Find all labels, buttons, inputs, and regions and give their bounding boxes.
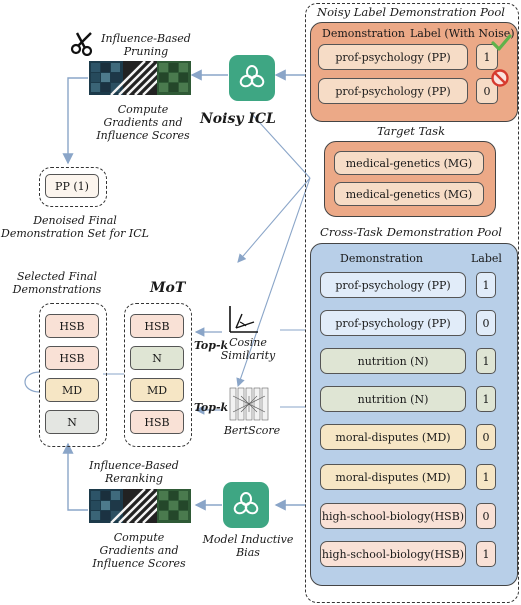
noisy-pool-header-demo: Demonstration (322, 27, 405, 40)
reranking-label: Influence-Based Reranking (89, 459, 179, 485)
cross-pool-row-4-label: 1 (476, 386, 496, 412)
mot-candidate-1: HSB (130, 314, 184, 338)
target-task-row-1: medical-genetics (MG) (334, 151, 484, 175)
cross-pool-header-demo: Demonstration (340, 252, 423, 265)
cross-pool-row-4-text: nutrition (N) (320, 386, 466, 412)
mot-candidate-3: MD (130, 378, 184, 402)
noisy-pool-row-2-label: 0 (476, 78, 498, 104)
mot-candidate-2: N (130, 346, 184, 370)
topk-label-1: Top-k (194, 339, 229, 352)
scissors-icon (70, 32, 93, 56)
denoised-result-box: PP (1) (45, 174, 99, 198)
cross-pool-row-6-label: 1 (476, 464, 496, 490)
cross-pool-row-2-label: 0 (476, 310, 496, 336)
noisy-pool-row-2-text: prof-psychology (PP) (318, 78, 468, 104)
mot-title: MoT (150, 280, 186, 296)
topk-label-2: Top-k (194, 401, 229, 414)
cross-pool-row-8-text: high-school-biology(HSB) (320, 541, 466, 567)
noisy-pool-title: Noisy Label Demonstration Pool (317, 5, 505, 19)
cosine-label: Cosine Similarity (220, 336, 276, 362)
cross-pool-header-label: Label (471, 252, 502, 265)
noisy-icl-title: Noisy ICL (200, 111, 276, 127)
target-task-title: Target Task (376, 124, 446, 138)
openai-logo-icon (229, 55, 275, 101)
openai-logo-icon (223, 482, 269, 528)
bertscore-matrix-icon (229, 387, 269, 421)
selected-demo-4: N (45, 410, 99, 434)
cross-pool-row-2-text: prof-psychology (PP) (320, 310, 466, 336)
mot-candidate-4: HSB (130, 410, 184, 434)
noisy-compute-label: Compute Gradients and Influence Scores (96, 103, 190, 142)
mot-candidates-container (124, 303, 192, 447)
gradient-heatmap-icon (89, 489, 191, 523)
prohibited-icon (491, 69, 509, 87)
selected-demo-3: MD (45, 378, 99, 402)
gradient-heatmap-icon (89, 61, 191, 95)
selected-caption: Selected Final Demonstrations (12, 270, 102, 296)
bertscore-label: BertScore (223, 424, 281, 437)
noisy-pool-row-1-label: 1 (476, 44, 498, 70)
selected-demos-container (39, 303, 107, 447)
noisy-pool-row-1-text: prof-psychology (PP) (318, 44, 468, 70)
noisy-pool-header-label: Label (With Noise) (410, 27, 515, 40)
check-icon (491, 34, 512, 51)
denoised-set-container (39, 167, 107, 207)
cross-pool-row-5-text: moral-disputes (MD) (320, 424, 466, 450)
cross-pool-row-8-label: 1 (476, 541, 496, 567)
cross-pool-row-7-text: high-school-biology(HSB) (320, 503, 466, 529)
cross-pool-row-3-text: nutrition (N) (320, 348, 466, 374)
cosine-similarity-icon (229, 306, 258, 333)
noisy-pool-panel (310, 22, 518, 122)
target-task-row-2: medical-genetics (MG) (334, 182, 484, 206)
denoised-caption: Denoised Final Demonstration Set for ICL (1, 214, 149, 240)
cross-pool-row-5-label: 0 (476, 424, 496, 450)
pruning-label: Influence-Based Pruning (101, 32, 191, 58)
right-pools-container (305, 3, 519, 603)
mot-compute-label: Compute Gradients and Influence Scores (92, 531, 186, 570)
cross-pool-row-1-label: 1 (476, 272, 496, 298)
model-bias-label: Model Inductive Bias (202, 533, 294, 559)
cross-pool-row-6-text: moral-disputes (MD) (320, 464, 466, 490)
cross-pool-row-3-label: 1 (476, 348, 496, 374)
selected-demo-2: HSB (45, 346, 99, 370)
cross-pool-title: Cross-Task Demonstration Pool (320, 225, 502, 239)
cross-pool-row-1-text: prof-psychology (PP) (320, 272, 466, 298)
selected-demo-1: HSB (45, 314, 99, 338)
cross-pool-row-7-label: 0 (476, 503, 496, 529)
